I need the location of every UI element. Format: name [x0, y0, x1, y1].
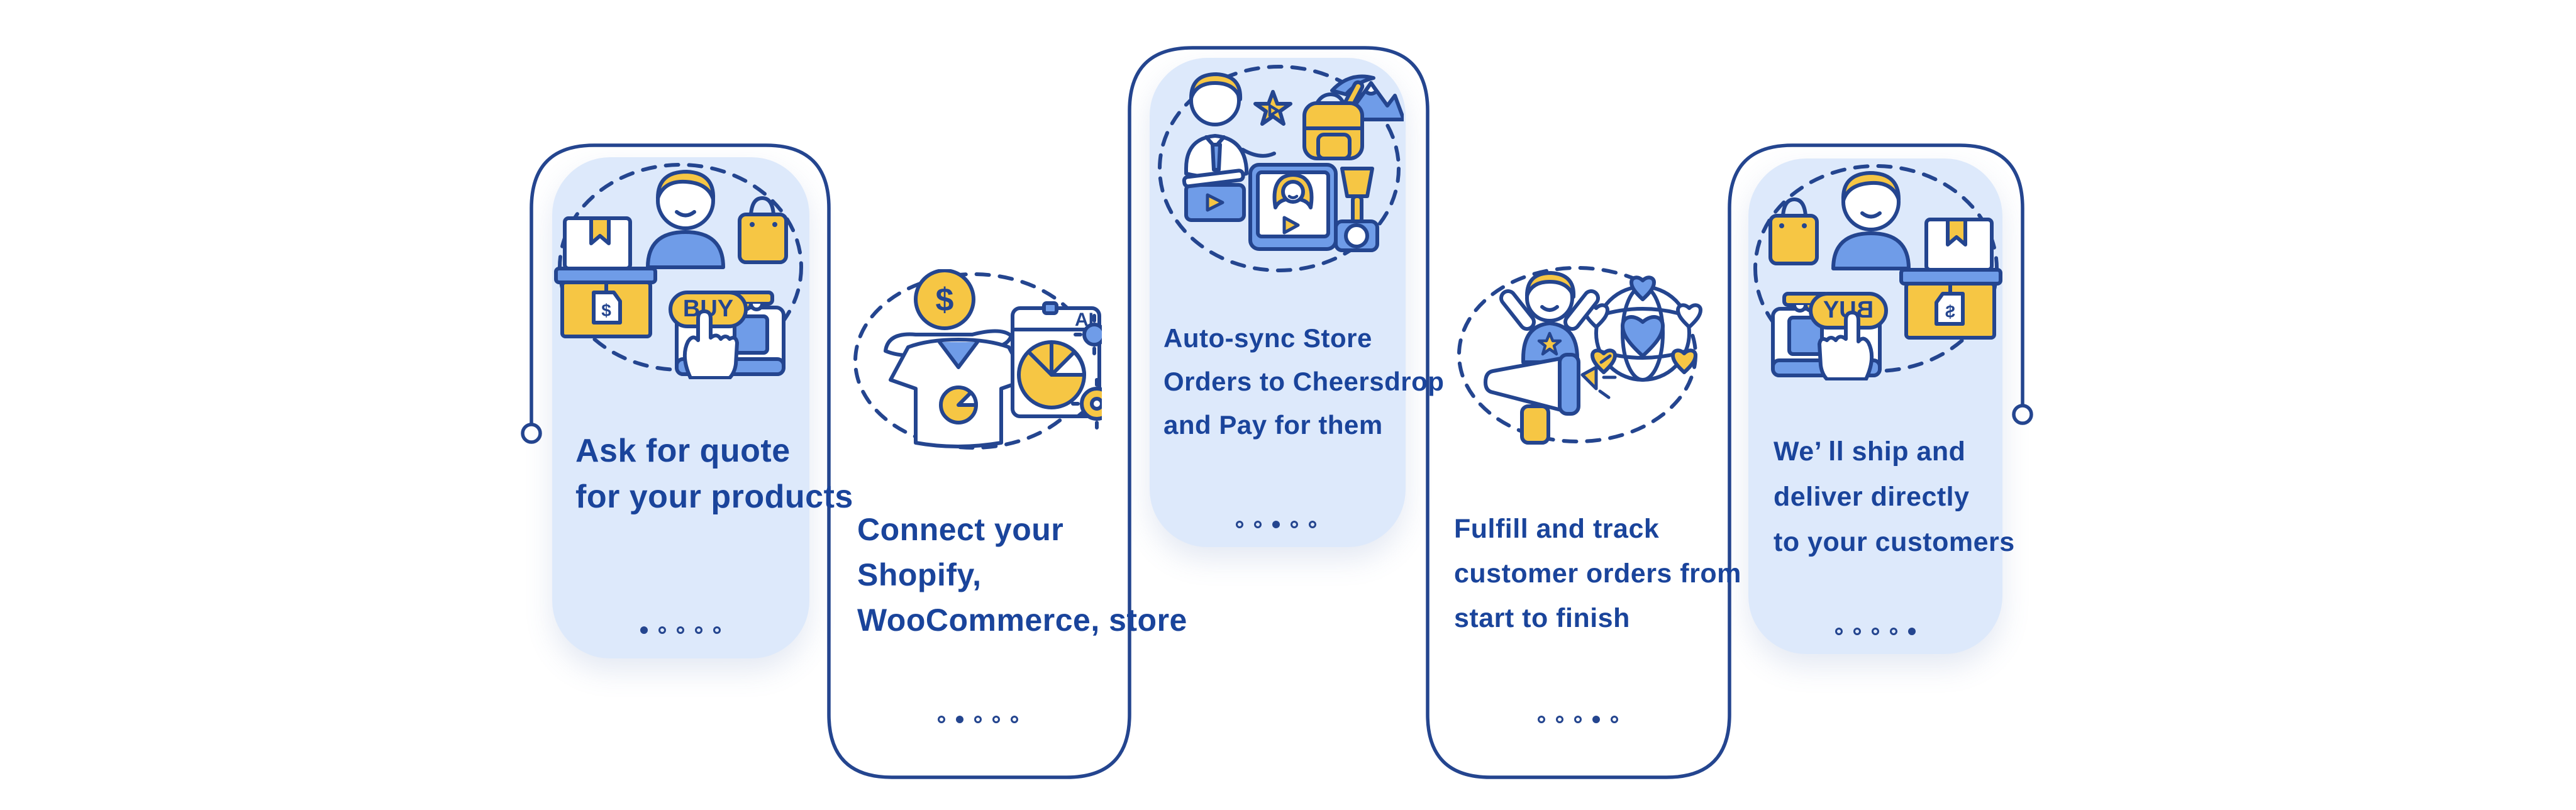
pagination-dot-active[interactable] [640, 626, 648, 634]
pagination-dot[interactable] [658, 626, 666, 634]
step-4-line: customer orders from [1454, 558, 1741, 589]
buyer-request-quote-illustration: $ BUY [554, 163, 803, 379]
shopping-bag-icon [738, 196, 788, 264]
hand-cursor-icon [682, 309, 739, 379]
pagination-dot[interactable] [677, 626, 684, 634]
backpack-icon [1302, 92, 1364, 160]
tshirt-icon [889, 338, 1028, 448]
clapperboard-icon [1182, 169, 1246, 222]
pagination-dot[interactable] [1611, 716, 1618, 723]
step-2-pagination[interactable] [938, 716, 1018, 723]
step-2-line: WooCommerce, store [857, 602, 1187, 638]
cheering-person-icon [1499, 271, 1600, 364]
storefront-icon [1782, 292, 1830, 356]
flow-end-ring [2012, 404, 2033, 425]
pagination-dot[interactable] [1291, 521, 1298, 528]
step-4-pagination[interactable] [1538, 716, 1618, 723]
price-tag-crate-icon: $ [554, 267, 657, 338]
step-5-text: We’ ll ship and deliver directly to your… [1774, 429, 2015, 565]
svg-text:$: $ [1945, 302, 1955, 321]
fulfillment-announcement-illustration [1457, 266, 1702, 445]
megaphone-icon [1484, 353, 1617, 445]
price-tag-crate-icon: $ [1899, 268, 2002, 340]
step-2-line: Shopify, [857, 557, 982, 592]
pagination-dot[interactable] [974, 716, 982, 723]
step-2-line: Connect your [857, 512, 1064, 547]
pagination-dot[interactable] [1254, 521, 1262, 528]
step-4-line: start to finish [1454, 603, 1630, 633]
step-5-line: We’ ll ship and [1774, 436, 1966, 467]
hand-cursor-icon [1818, 311, 1874, 380]
step-2-text: Connect your Shopify, WooCommerce, store [857, 507, 1187, 643]
pagination-dot-active[interactable] [1592, 716, 1600, 723]
gear-icon [1071, 314, 1102, 430]
step-5-line: deliver directly [1774, 482, 1970, 512]
pagination-dot[interactable] [938, 716, 945, 723]
pagination-dot[interactable] [992, 716, 1000, 723]
step-3-pagination[interactable] [1236, 521, 1316, 528]
pagination-dot[interactable] [695, 626, 702, 634]
step-3-line: Auto-sync Store [1163, 323, 1372, 353]
pagination-dot[interactable] [1011, 716, 1018, 723]
pagination-dot[interactable] [1890, 628, 1897, 635]
pagination-dot[interactable] [1574, 716, 1582, 723]
pagination-dot[interactable] [1556, 716, 1563, 723]
pagination-dot[interactable] [1236, 521, 1243, 528]
media-sync-illustration [1158, 65, 1404, 272]
buy-button-icon: BUY [669, 291, 748, 352]
dollar-coin-icon: $ [914, 269, 975, 330]
pagination-dot-active[interactable] [1272, 521, 1280, 528]
pagination-dot[interactable] [1309, 521, 1316, 528]
seller-person-icon [1831, 171, 1911, 270]
flow-start-ring [521, 423, 542, 444]
step-5-line: to your customers [1774, 527, 2015, 557]
step-4-line: Fulfill and track [1454, 514, 1660, 544]
step-3-line: Orders to Cheersdrop [1163, 367, 1445, 396]
makeup-brush-stamp-icon [1334, 167, 1379, 252]
shopping-bag-icon [1768, 197, 1819, 265]
pagination-dot-active[interactable] [956, 716, 963, 723]
presenter-person-icon [1184, 72, 1276, 179]
step-3-line: and Pay for them [1163, 410, 1383, 440]
pagination-dot[interactable] [1853, 628, 1861, 635]
step-1-line: for your products [575, 479, 853, 515]
parcel-box-icon [1924, 218, 1994, 272]
flow-serpentine-line [530, 46, 2024, 779]
seller-person-icon [646, 170, 725, 269]
step-5-pagination[interactable] [1835, 628, 1916, 635]
direct-shipping-illustration: $ BUY [1753, 164, 2002, 380]
pagination-dot[interactable] [1538, 716, 1545, 723]
svg-text:$: $ [936, 282, 954, 318]
parcel-box-icon [563, 216, 632, 270]
pagination-dot[interactable] [1872, 628, 1879, 635]
step-1-line: Ask for quote [575, 433, 791, 469]
star-play-icon [1253, 90, 1292, 126]
step-1-pagination[interactable] [640, 626, 721, 634]
pagination-dot[interactable] [713, 626, 721, 634]
pagination-dot-active[interactable] [1908, 628, 1916, 635]
svg-text:$: $ [601, 301, 611, 320]
dashed-circle-icon [1158, 65, 1401, 272]
step-4-text: Fulfill and track customer orders from s… [1454, 507, 1741, 641]
store-integration-illustration: $ AI [853, 269, 1102, 450]
step-3-text: Auto-sync Store Orders to Cheersdrop and… [1163, 316, 1444, 447]
heart-globe-icon [1583, 275, 1702, 382]
video-tablet-icon [1248, 163, 1338, 251]
step-1-text: Ask for quote for your products [575, 428, 853, 520]
pagination-dot[interactable] [1835, 628, 1843, 635]
